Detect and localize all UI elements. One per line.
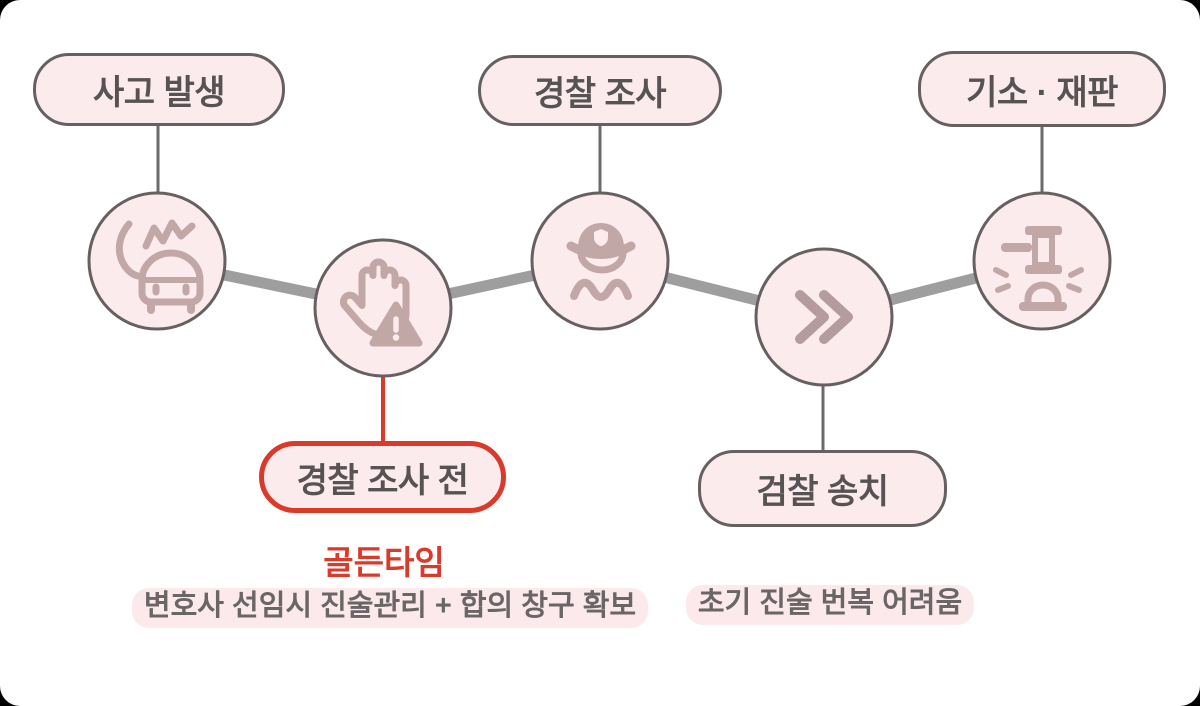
stage-node-prosecution <box>754 247 894 387</box>
stage-label-police-investigation: 경찰 조사 <box>533 75 667 113</box>
fast-forward-icon <box>795 290 853 344</box>
node-circle <box>530 191 670 331</box>
stage-pill-police-investigation: 경찰 조사 <box>478 55 722 126</box>
stage-node-before-investigation <box>313 238 453 378</box>
golden-time-description: 변호사 선임시 진술관리 + 합의 창구 확보 <box>131 588 649 628</box>
stage-label-before-investigation: 경찰 조사 전 <box>296 461 469 500</box>
gavel-icon <box>993 226 1084 311</box>
prosecution-note: 초기 진술 번복 어려움 <box>685 585 975 625</box>
stage-node-accident <box>87 191 227 331</box>
stage-node-police <box>530 191 670 331</box>
stage-label-accident: 사고 발생 <box>92 74 226 112</box>
stage-pill-before-investigation: 경찰 조사 전 <box>259 441 506 513</box>
stage-pill-accident: 사고 발생 <box>33 53 285 126</box>
stage-label-trial: 기소 · 재판 <box>966 73 1118 112</box>
stage-pill-trial: 기소 · 재판 <box>918 51 1166 127</box>
stop-hand-warning-icon <box>339 258 423 347</box>
node-circle <box>87 191 227 331</box>
stage-label-prosecution: 검찰 송치 <box>756 473 889 511</box>
police-officer-icon <box>566 223 636 301</box>
stage-pill-prosecution: 검찰 송치 <box>698 450 947 527</box>
node-circle <box>972 191 1112 331</box>
stage-node-trial <box>972 191 1112 331</box>
label-stems <box>156 126 1044 451</box>
car-crash-icon <box>115 219 204 314</box>
golden-time-title: 골든타임 <box>323 544 445 581</box>
